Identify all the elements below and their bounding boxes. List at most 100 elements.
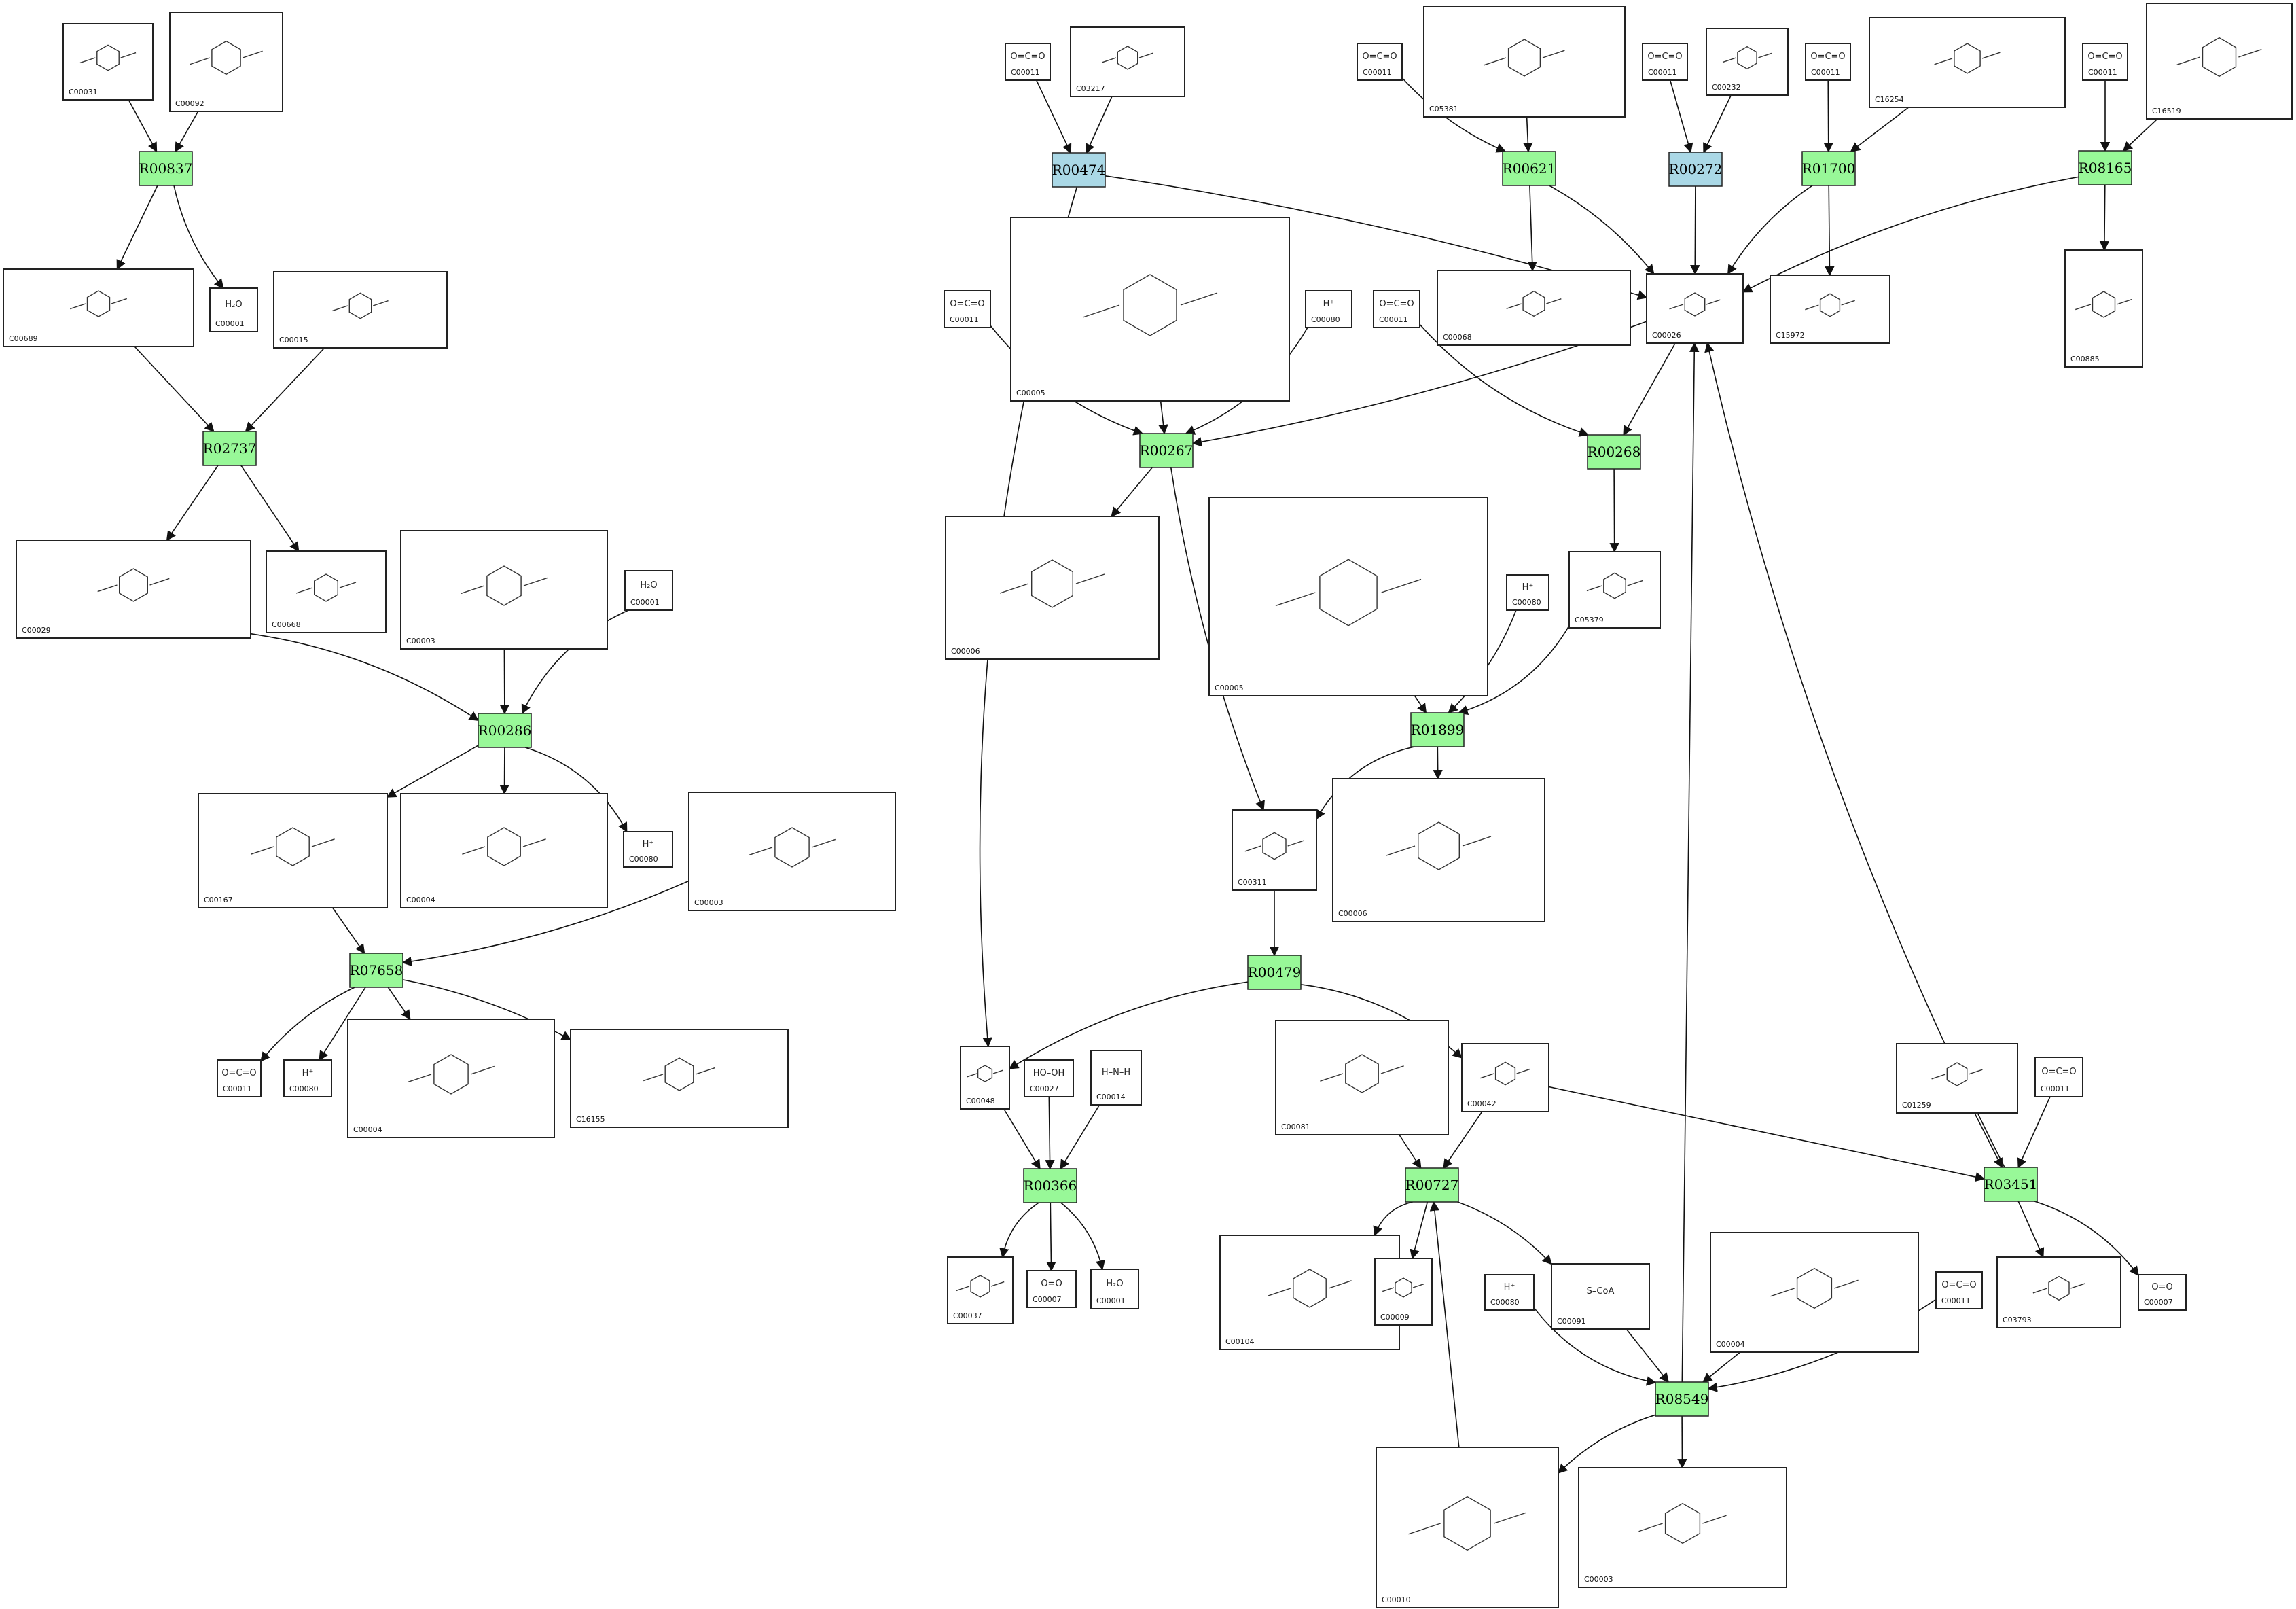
reaction-R00474[interactable]: R00474 — [1052, 152, 1106, 188]
compound-C00031[interactable]: C00031 — [62, 23, 154, 101]
compound-C00003[interactable]: C00003 — [1578, 1467, 1787, 1588]
compound-C00005[interactable]: C00005 — [1010, 217, 1290, 402]
reaction-R00837[interactable]: R00837 — [139, 151, 193, 186]
compound-C00042[interactable]: C00042 — [1461, 1043, 1549, 1112]
compound-id: C00011 — [223, 1084, 252, 1093]
compound-C00004[interactable]: C00004 — [400, 793, 608, 908]
reaction-R00268[interactable]: R00268 — [1587, 434, 1641, 470]
compound-C03793[interactable]: C03793 — [1996, 1256, 2121, 1328]
edge-c45-to-R00727 — [1399, 1134, 1422, 1169]
compound-C00010[interactable]: C00010 — [1376, 1447, 1559, 1608]
compound-C00081[interactable]: C00081 — [1275, 1020, 1449, 1135]
reaction-R00286[interactable]: R00286 — [478, 713, 532, 748]
structure-bond-icon — [111, 298, 128, 304]
compound-C00009[interactable]: C00009 — [1374, 1258, 1433, 1326]
edge-c20-to-R00621 — [1401, 77, 1507, 153]
reaction-R03451[interactable]: R03451 — [1984, 1167, 2038, 1202]
compound-C00037[interactable]: C00037 — [947, 1256, 1014, 1324]
edge-c25-to-R01700 — [1850, 107, 1909, 152]
compound-id: C00011 — [950, 315, 979, 324]
compound-formula: H₂O — [1106, 1279, 1123, 1289]
reaction-R01700[interactable]: R01700 — [1801, 151, 1856, 186]
reaction-label: R00837 — [139, 160, 193, 177]
compound-C00668[interactable]: C00668 — [266, 550, 387, 633]
compound-C16254[interactable]: C16254 — [1869, 17, 2066, 108]
reaction-R00621[interactable]: R00621 — [1502, 151, 1556, 186]
compound-box — [169, 12, 283, 112]
compound-C15972[interactable]: C15972 — [1770, 275, 1890, 344]
compound-C00048[interactable]: C00048 — [960, 1046, 1010, 1110]
compound-C00004[interactable]: C00004 — [1710, 1232, 1919, 1353]
compound-C00080[interactable]: H⁺C00080 — [1305, 290, 1352, 328]
reaction-label: R00474 — [1052, 162, 1106, 178]
compound-box — [623, 831, 673, 868]
reaction-R00479[interactable]: R00479 — [1247, 955, 1302, 990]
compound-C00006[interactable]: C00006 — [1332, 778, 1545, 922]
reaction-R02737[interactable]: R02737 — [202, 431, 257, 466]
edge-c10-to-R07658 — [332, 907, 365, 955]
compound-C00689[interactable]: C00689 — [3, 268, 194, 347]
compound-C00311[interactable]: C00311 — [1232, 809, 1317, 891]
compound-C00092[interactable]: C00092 — [169, 12, 283, 112]
reaction-R01899[interactable]: R01899 — [1410, 712, 1465, 747]
compound-C00232[interactable]: C00232 — [1706, 28, 1789, 96]
edge-c46-to-R00727 — [1443, 1111, 1483, 1169]
compound-C00005[interactable]: C00005 — [1208, 497, 1488, 696]
compound-box — [400, 793, 608, 908]
structure-ring-icon — [1954, 43, 1981, 74]
reaction-R00267[interactable]: R00267 — [1139, 433, 1194, 468]
reaction-R08549[interactable]: R08549 — [1655, 1381, 1709, 1417]
compound-C00006[interactable]: C00006 — [945, 516, 1160, 660]
edge-R07658-to-c14 — [260, 987, 355, 1062]
reaction-R00272[interactable]: R00272 — [1668, 152, 1723, 187]
reaction-R08165[interactable]: R08165 — [2078, 150, 2132, 185]
compound-C00003[interactable]: C00003 — [400, 530, 608, 650]
compound-C16519[interactable]: C16519 — [2146, 3, 2293, 120]
compound-C01259[interactable]: C01259 — [1896, 1043, 2018, 1114]
compound-C05381[interactable]: C05381 — [1423, 6, 1626, 118]
structure-bond-icon — [1506, 303, 1522, 309]
structure-bond-icon — [1328, 1280, 1352, 1289]
reaction-R00727[interactable]: R00727 — [1405, 1167, 1459, 1203]
compound-C00026[interactable]: C00026 — [1646, 273, 1744, 344]
compound-box — [1357, 43, 1403, 81]
compound-box — [2082, 43, 2128, 81]
structure-bond-icon — [2032, 1288, 2047, 1294]
structure-bond-icon — [2070, 1283, 2085, 1289]
compound-C00080[interactable]: H⁺C00080 — [623, 831, 673, 868]
compound-C00015[interactable]: C00015 — [273, 271, 448, 349]
reaction-R07658[interactable]: R07658 — [349, 953, 403, 988]
compound-C00104[interactable]: C00104 — [1219, 1235, 1400, 1350]
compound-C00068[interactable]: C00068 — [1437, 270, 1631, 346]
compound-C03217[interactable]: C03217 — [1070, 26, 1185, 97]
compound-C00167[interactable]: C00167 — [198, 793, 388, 908]
compound-C00029[interactable]: C00029 — [16, 540, 251, 639]
compound-C00080[interactable]: H⁺C00080 — [1506, 574, 1549, 611]
compound-C16155[interactable]: C16155 — [570, 1029, 789, 1128]
compound-C05379[interactable]: C05379 — [1568, 551, 1661, 629]
compound-C00885[interactable]: C00885 — [2064, 249, 2143, 368]
compound-C00080[interactable]: H⁺C00080 — [1484, 1274, 1535, 1311]
compound-C00003[interactable]: C00003 — [688, 792, 896, 911]
compound-C00004[interactable]: C00004 — [347, 1019, 555, 1138]
reaction-R00366[interactable]: R00366 — [1023, 1168, 1077, 1203]
compound-C00080[interactable]: H⁺C00080 — [283, 1059, 332, 1097]
